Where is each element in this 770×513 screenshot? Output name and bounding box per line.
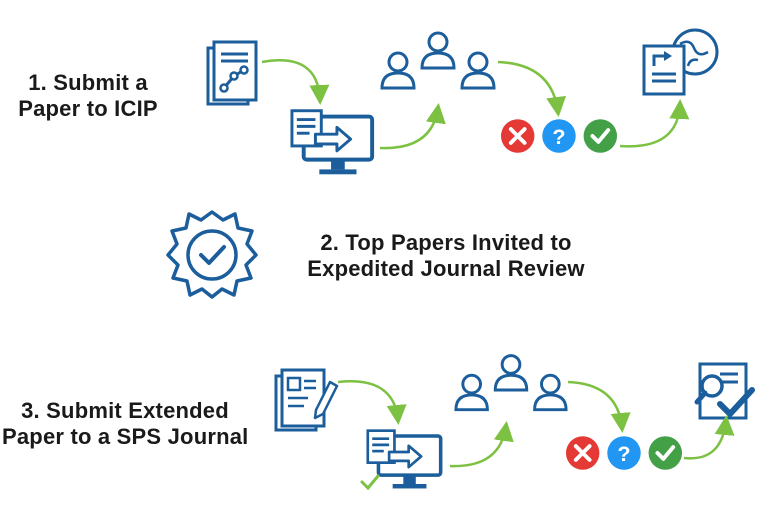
step1-text: 1. Submit a Paper to ICIP bbox=[8, 70, 168, 122]
step1-line1: 1. Submit a bbox=[28, 70, 148, 95]
computer-submit-icon bbox=[366, 428, 443, 491]
review-decision-icons bbox=[565, 434, 683, 472]
paper-document-icon bbox=[206, 40, 258, 106]
publish-globe-icon bbox=[642, 28, 719, 96]
journal-sign-icon bbox=[274, 368, 339, 432]
flow-arrows-row1 bbox=[261, 59, 690, 150]
computer-submit-icon bbox=[290, 108, 375, 177]
step2-line2: Expedited Journal Review bbox=[307, 256, 585, 281]
flow-arrows-row3 bbox=[337, 380, 735, 468]
green-check-mark bbox=[360, 474, 380, 491]
step2-text: 2. Top Papers Invited to Expedited Journ… bbox=[296, 230, 596, 282]
step1-line2: Paper to ICIP bbox=[18, 96, 158, 121]
reviewers-group-icon bbox=[456, 356, 566, 410]
reviewers-group-icon bbox=[382, 33, 494, 88]
step3-line2: Paper to a SPS Journal bbox=[2, 424, 249, 449]
review-decision-icons bbox=[500, 117, 618, 155]
review-check-icon bbox=[694, 362, 755, 420]
award-badge-icon bbox=[166, 210, 258, 299]
step2-line1: 2. Top Papers Invited to bbox=[320, 230, 572, 255]
step3-text: 3. Submit Extended Paper to a SPS Journa… bbox=[2, 398, 248, 450]
step3-line1: 3. Submit Extended bbox=[21, 398, 229, 423]
